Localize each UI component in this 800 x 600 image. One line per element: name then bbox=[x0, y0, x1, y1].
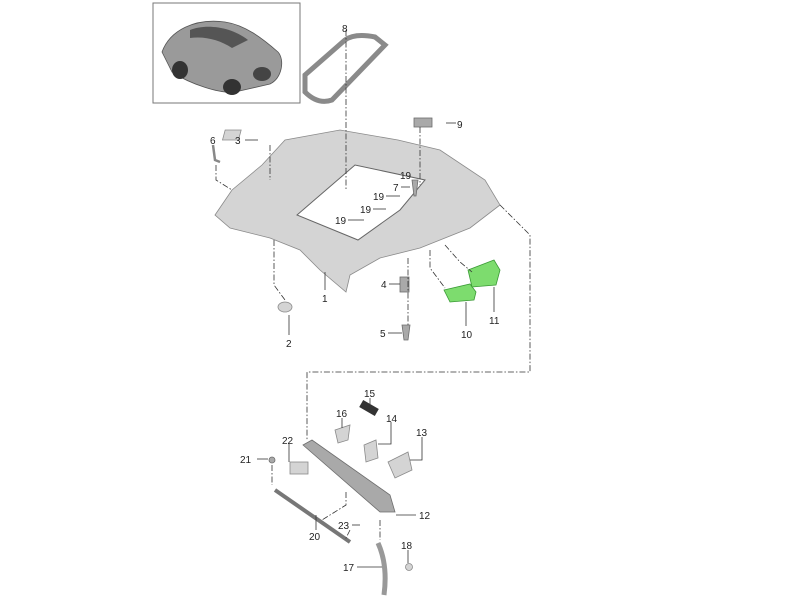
label-1: 1 bbox=[322, 294, 328, 305]
label-19a: 19 bbox=[400, 171, 412, 182]
vehicle-thumbnail[interactable] bbox=[152, 2, 301, 104]
label-19d: 19 bbox=[335, 216, 347, 227]
label-18: 18 bbox=[401, 541, 413, 552]
roof-seal[interactable] bbox=[302, 33, 389, 104]
part-callouts: 8 9 6 3 19 7 19 19 19 4 1 2 5 10 11 15 1… bbox=[210, 24, 500, 574]
label-14: 14 bbox=[386, 414, 398, 425]
part-5-clip[interactable] bbox=[401, 324, 411, 341]
part-12-trim[interactable] bbox=[302, 439, 396, 513]
label-20: 20 bbox=[309, 532, 321, 543]
part-10-green-bracket[interactable] bbox=[443, 283, 477, 303]
label-15: 15 bbox=[364, 389, 376, 400]
part-3-clip[interactable] bbox=[221, 129, 242, 141]
part-21-screw[interactable] bbox=[268, 456, 276, 464]
part-20-rail[interactable] bbox=[273, 488, 352, 544]
part-9-clip[interactable] bbox=[413, 117, 433, 128]
part-2-grommet[interactable] bbox=[277, 301, 293, 313]
label-3: 3 bbox=[235, 136, 241, 147]
label-4: 4 bbox=[381, 280, 387, 291]
label-5: 5 bbox=[380, 329, 386, 340]
label-22: 22 bbox=[282, 436, 294, 447]
connection-lines bbox=[215, 30, 531, 541]
label-7: 7 bbox=[393, 183, 399, 194]
part-16-clip[interactable] bbox=[334, 424, 351, 444]
label-23: 23 bbox=[338, 521, 350, 532]
part-22-bracket[interactable] bbox=[289, 461, 309, 475]
label-10: 10 bbox=[461, 330, 473, 341]
label-19b: 19 bbox=[373, 192, 385, 203]
part-17-trim[interactable] bbox=[375, 541, 388, 596]
label-8: 8 bbox=[342, 24, 348, 35]
part-6-hook[interactable] bbox=[211, 144, 221, 164]
label-19c: 19 bbox=[360, 205, 372, 216]
label-12: 12 bbox=[419, 511, 431, 522]
part-7-stud[interactable] bbox=[411, 179, 419, 197]
label-13: 13 bbox=[416, 428, 428, 439]
part-15-clip[interactable] bbox=[359, 400, 379, 416]
headliner[interactable] bbox=[214, 129, 501, 293]
label-6: 6 bbox=[210, 136, 216, 147]
part-18-clip[interactable] bbox=[405, 563, 413, 571]
part-14-cap[interactable] bbox=[363, 439, 379, 463]
part-4-bracket[interactable] bbox=[399, 276, 410, 293]
label-21: 21 bbox=[240, 455, 252, 466]
label-16: 16 bbox=[336, 409, 348, 420]
label-11: 11 bbox=[489, 316, 500, 327]
label-9: 9 bbox=[457, 120, 463, 131]
part-13-fastener[interactable] bbox=[387, 451, 413, 479]
label-17: 17 bbox=[343, 563, 355, 574]
label-2: 2 bbox=[286, 339, 292, 350]
part-11-green-bracket[interactable] bbox=[467, 259, 501, 288]
